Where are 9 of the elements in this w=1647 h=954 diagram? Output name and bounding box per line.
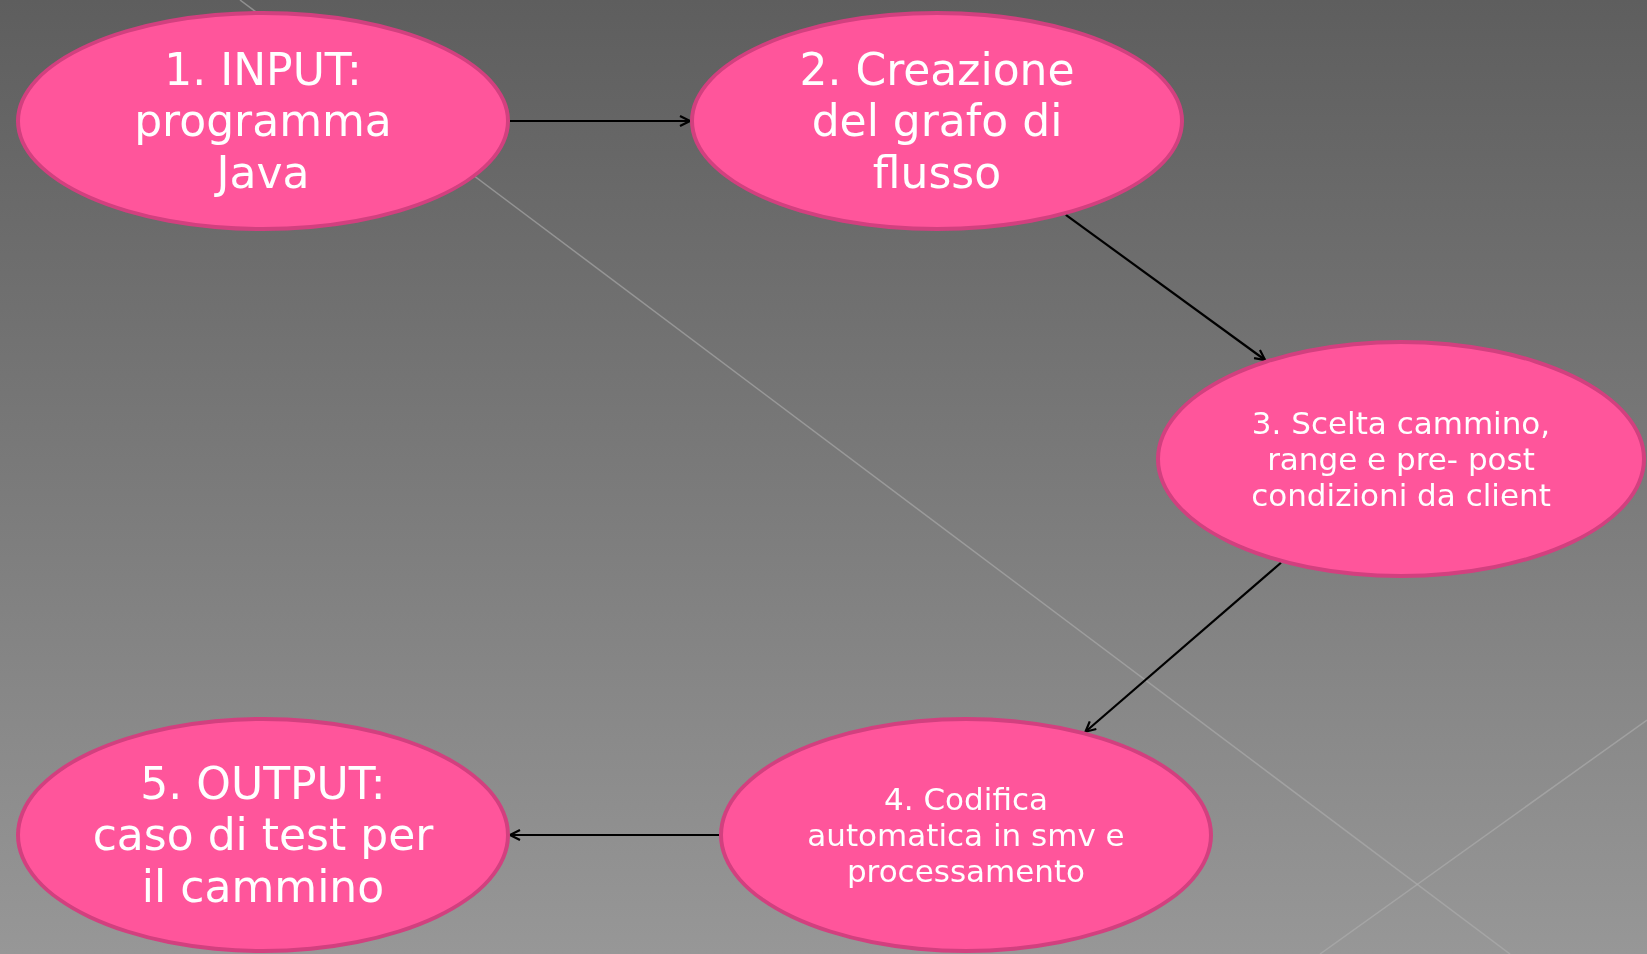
node-label: 2. Creazione del grafo di flusso: [798, 43, 1076, 199]
node-label: 5. OUTPUT: caso di test per il cammino: [91, 757, 435, 913]
arrow: [510, 114, 692, 128]
arrow: [1065, 213, 1267, 362]
arrow: [1084, 561, 1282, 733]
node-label: 4. Codifica automatica in smv e processamento: [806, 780, 1126, 890]
node-label: 1. INPUT: programma Java: [133, 43, 393, 199]
node-label: 3. Scelta cammino, range e pre- post condizioni da client: [1250, 404, 1552, 514]
arrow: [508, 828, 719, 842]
